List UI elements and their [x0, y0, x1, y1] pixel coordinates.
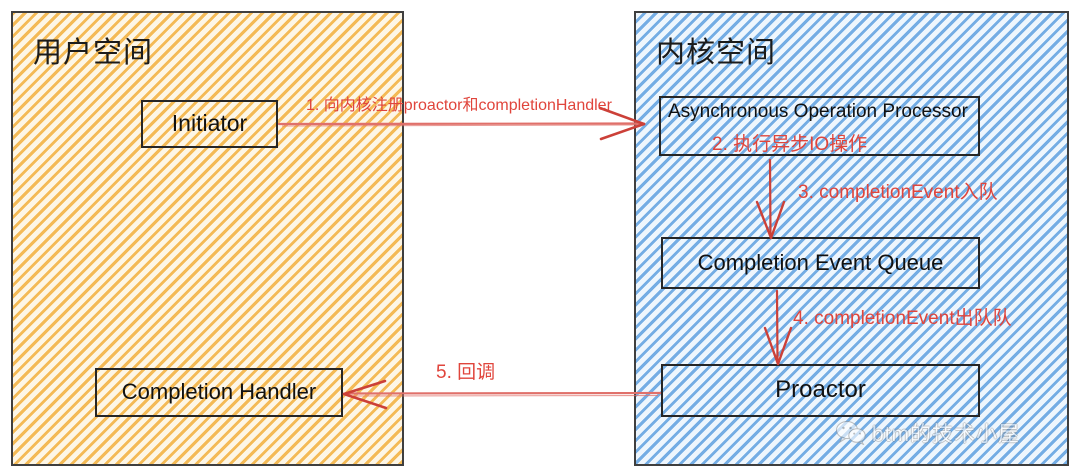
wechat-icon	[836, 421, 866, 445]
user-space-title: 用户空间	[33, 37, 154, 69]
step-2-label: 2. 执行异步IO操作	[712, 134, 868, 155]
user-space-panel: 用户空间	[11, 11, 404, 466]
kernel-space-title: 内核空间	[656, 37, 777, 69]
step-4-label: 4. completionEvent出队队	[793, 308, 1012, 329]
node-completion-event-queue-label: Completion Event Queue	[697, 249, 944, 275]
node-completion-handler-label: Completion Handler	[121, 379, 317, 405]
step-5-label: 5. 回调	[436, 362, 496, 383]
node-completion-handler[interactable]: Completion Handler	[95, 368, 343, 417]
step-3-label: 3. completionEvent入队	[798, 182, 998, 203]
step-1-label: 1. 向内核注册proactor和completionHandler	[306, 97, 612, 114]
watermark: btm的技术小屋	[836, 418, 1020, 448]
node-proactor[interactable]: Proactor	[661, 364, 980, 417]
watermark-text: btm的技术小屋	[872, 423, 1021, 446]
node-async-operation-processor-label: Asynchronous Operation Processor	[668, 101, 968, 122]
node-proactor-label: Proactor	[775, 376, 866, 404]
node-completion-event-queue[interactable]: Completion Event Queue	[661, 237, 980, 289]
node-initiator-label: Initiator	[171, 110, 248, 137]
node-async-operation-processor[interactable]: Asynchronous Operation Processor	[659, 96, 980, 156]
node-initiator[interactable]: Initiator	[141, 100, 278, 148]
